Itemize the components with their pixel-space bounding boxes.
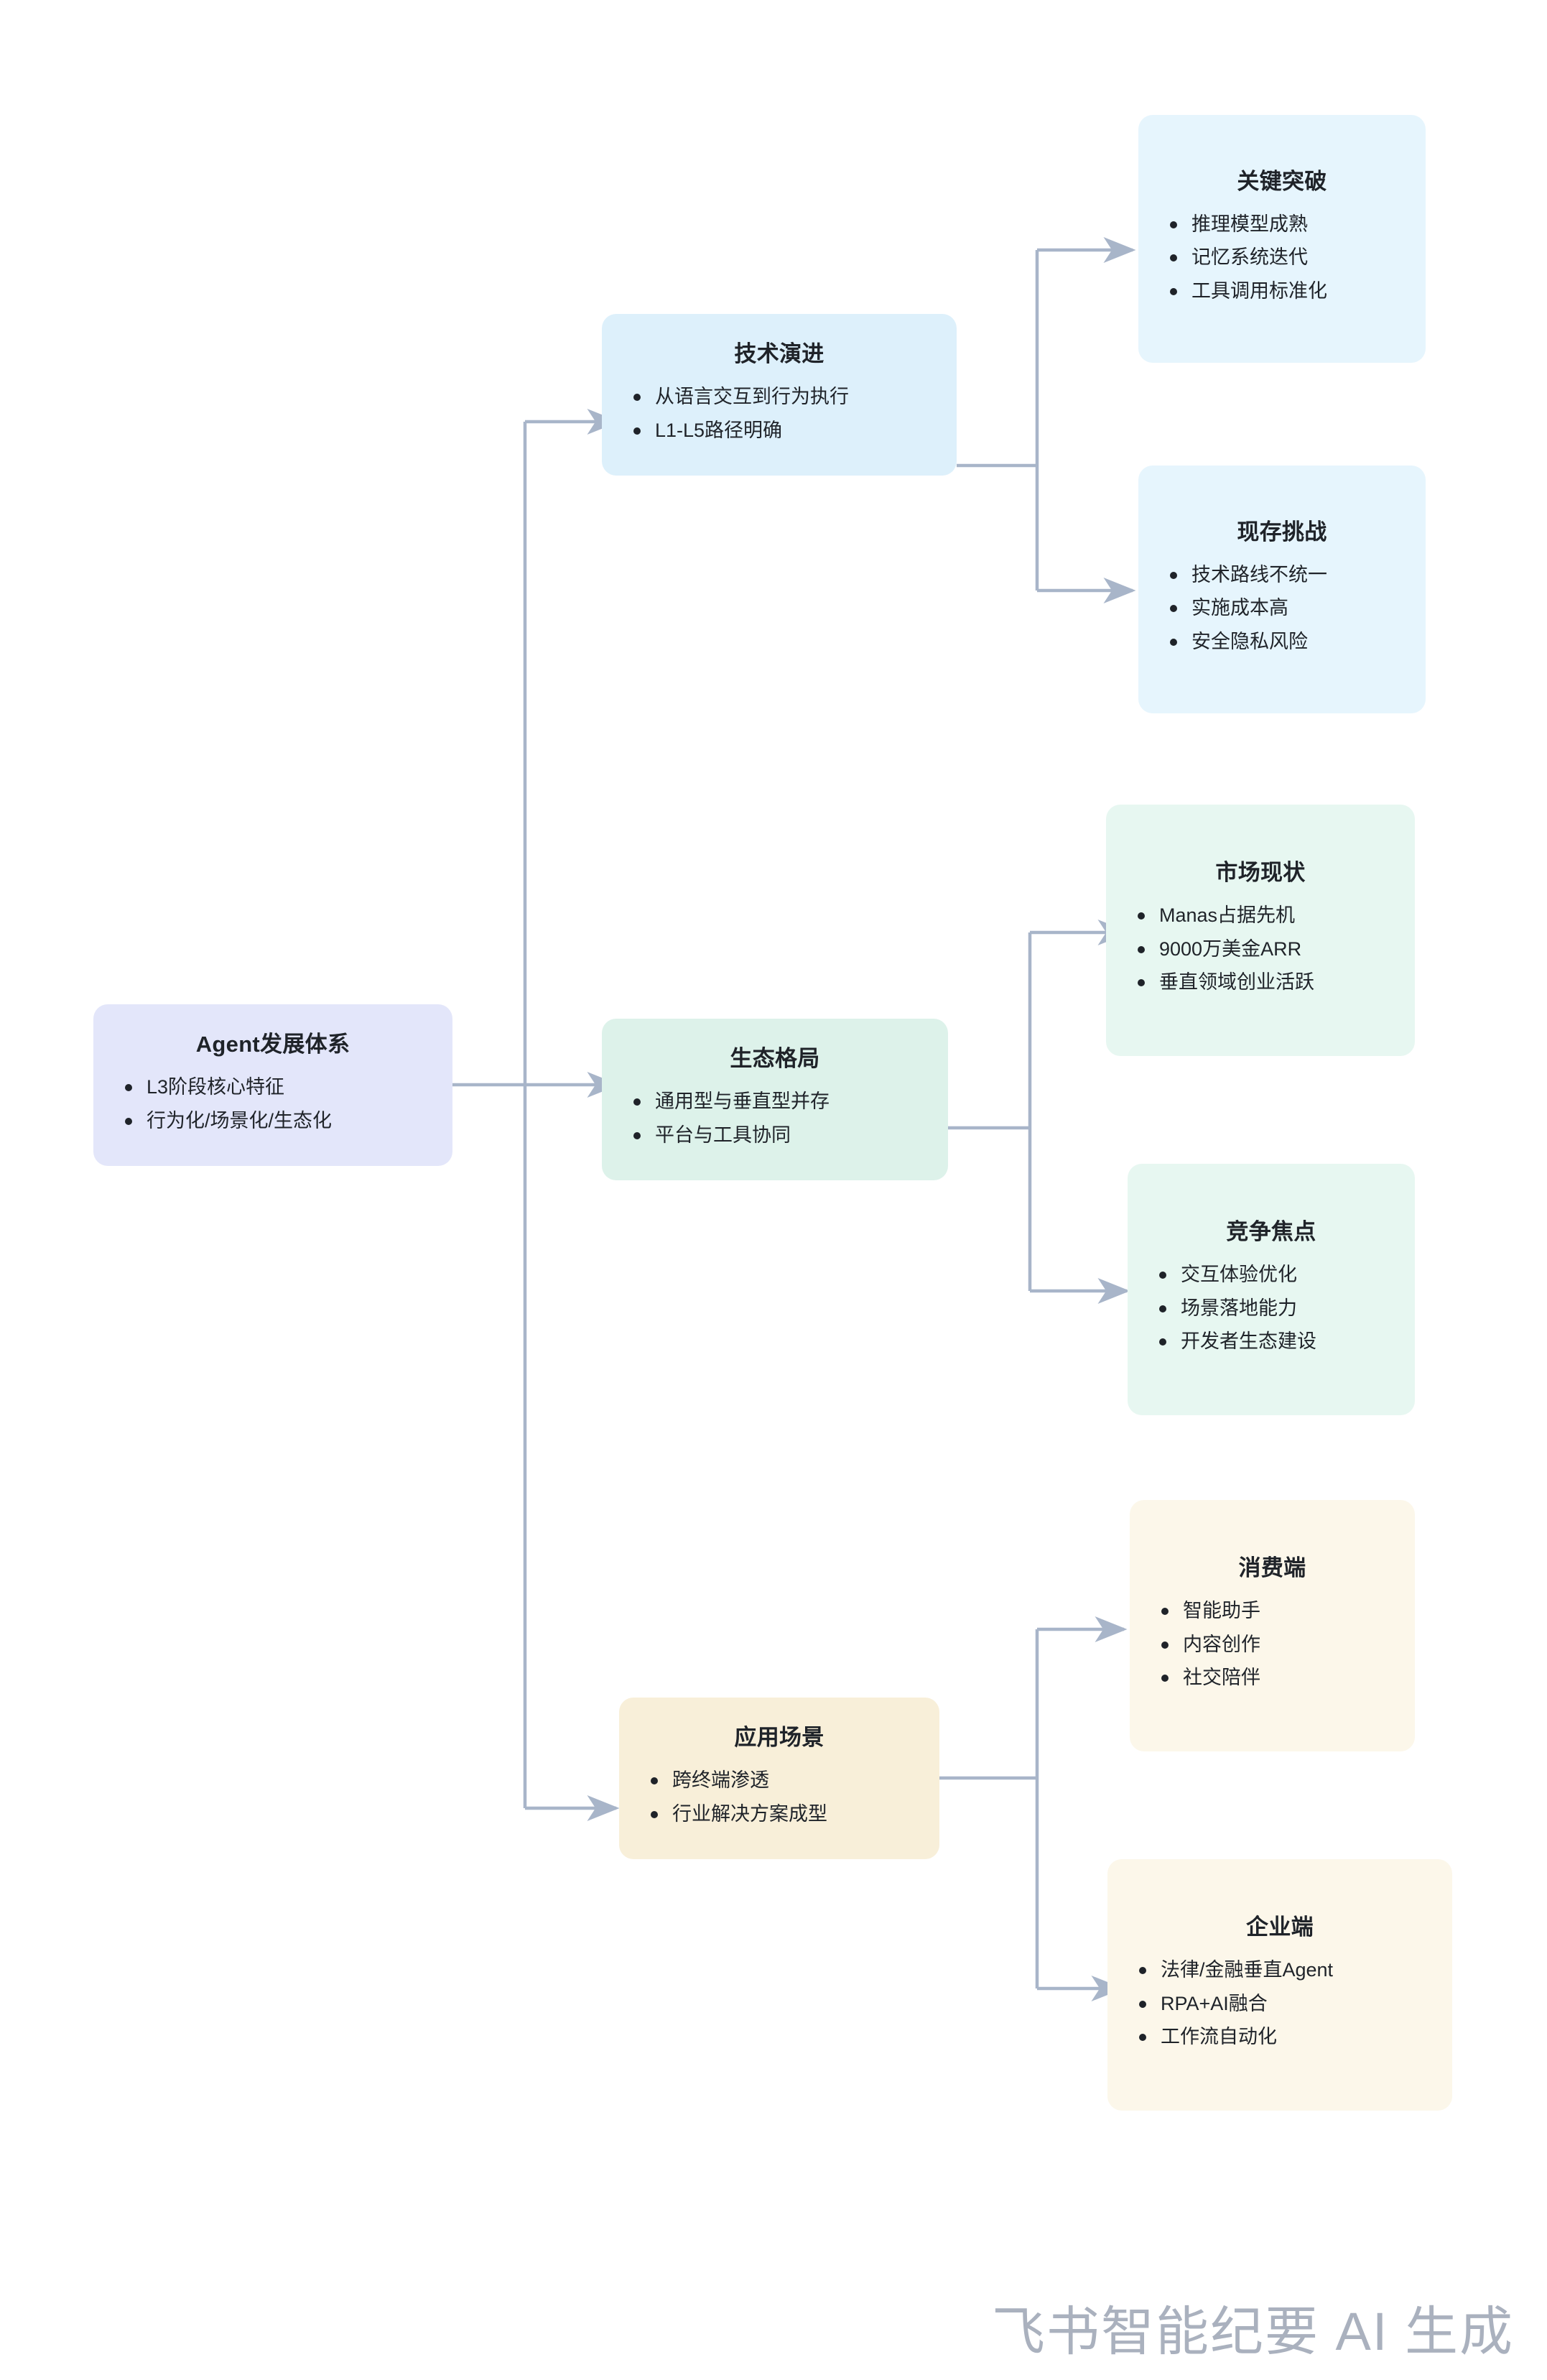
node-app-enterprise[interactable]: 企业端 法律/金融垂直Agent RPA+AI融合 工作流自动化 — [1107, 1859, 1452, 2111]
node-eco-title: 生态格局 — [730, 1045, 820, 1071]
node-eco-compete-title: 竞争焦点 — [1226, 1219, 1316, 1245]
node-tech-challenge[interactable]: 现存挑战 技术路线不统一 实施成本高 安全隐私风险 — [1138, 466, 1426, 713]
list-item: 记忆系统迭代 — [1160, 241, 1404, 274]
node-app[interactable]: 应用场景 跨终端渗透 行业解决方案成型 — [619, 1698, 939, 1859]
list-item: 智能助手 — [1151, 1594, 1393, 1627]
list-item: Manas占据先机 — [1128, 899, 1393, 932]
node-tech-breakthrough-bullets: 推理模型成熟 记忆系统迭代 工具调用标准化 — [1160, 208, 1404, 307]
node-eco-compete-bullets: 交互体验优化 场景落地能力 开发者生态建设 — [1149, 1258, 1393, 1358]
node-app-consumer-bullets: 智能助手 内容创作 社交陪伴 — [1151, 1594, 1393, 1694]
node-tech-bullets: 从语言交互到行为执行 L1-L5路径明确 — [623, 380, 935, 447]
node-eco-compete[interactable]: 竞争焦点 交互体验优化 场景落地能力 开发者生态建设 — [1128, 1164, 1415, 1415]
list-item: 推理模型成熟 — [1160, 208, 1404, 241]
node-tech-challenge-bullets: 技术路线不统一 实施成本高 安全隐私风险 — [1160, 558, 1404, 658]
list-item: 法律/金融垂直Agent — [1129, 1953, 1431, 1986]
list-item: 9000万美金ARR — [1128, 932, 1393, 966]
list-item: 工具调用标准化 — [1160, 274, 1404, 307]
list-item: L3阶段核心特征 — [115, 1070, 431, 1103]
list-item: 安全隐私风险 — [1160, 625, 1404, 658]
list-item: 社交陪伴 — [1151, 1661, 1393, 1694]
list-item: 实施成本高 — [1160, 591, 1404, 624]
node-app-enterprise-bullets: 法律/金融垂直Agent RPA+AI融合 工作流自动化 — [1129, 1953, 1431, 2053]
list-item: 场景落地能力 — [1149, 1292, 1393, 1325]
list-item: RPA+AI融合 — [1129, 1987, 1431, 2020]
node-tech-breakthrough[interactable]: 关键突破 推理模型成熟 记忆系统迭代 工具调用标准化 — [1138, 115, 1426, 363]
node-app-enterprise-title: 企业端 — [1246, 1914, 1314, 1940]
watermark-label: 飞书智能纪要 AI 生成 — [991, 2302, 1514, 2361]
list-item: 通用型与垂直型并存 — [623, 1085, 926, 1118]
list-item: 交互体验优化 — [1149, 1258, 1393, 1291]
node-tech-breakthrough-title: 关键突破 — [1237, 168, 1327, 194]
node-root[interactable]: Agent发展体系 L3阶段核心特征 行为化/场景化/生态化 — [93, 1004, 452, 1166]
node-app-title: 应用场景 — [734, 1724, 824, 1750]
node-eco-market[interactable]: 市场现状 Manas占据先机 9000万美金ARR 垂直领域创业活跃 — [1106, 805, 1415, 1056]
node-tech-challenge-title: 现存挑战 — [1237, 519, 1327, 545]
list-item: L1-L5路径明确 — [623, 414, 935, 447]
list-item: 行为化/场景化/生态化 — [115, 1104, 431, 1137]
list-item: 工作流自动化 — [1129, 2020, 1431, 2053]
node-app-consumer[interactable]: 消费端 智能助手 内容创作 社交陪伴 — [1130, 1500, 1415, 1751]
node-eco-market-title: 市场现状 — [1215, 860, 1306, 886]
node-app-consumer-title: 消费端 — [1238, 1555, 1306, 1581]
list-item: 行业解决方案成型 — [641, 1797, 918, 1830]
list-item: 垂直领域创业活跃 — [1128, 966, 1393, 999]
list-item: 跨终端渗透 — [641, 1764, 918, 1797]
list-item: 技术路线不统一 — [1160, 558, 1404, 591]
node-tech[interactable]: 技术演进 从语言交互到行为执行 L1-L5路径明确 — [602, 314, 957, 476]
node-root-title: Agent发展体系 — [195, 1031, 350, 1057]
node-app-bullets: 跨终端渗透 行业解决方案成型 — [641, 1764, 918, 1830]
node-eco-market-bullets: Manas占据先机 9000万美金ARR 垂直领域创业活跃 — [1128, 899, 1393, 999]
list-item: 内容创作 — [1151, 1628, 1393, 1661]
node-root-bullets: L3阶段核心特征 行为化/场景化/生态化 — [115, 1070, 431, 1137]
node-eco[interactable]: 生态格局 通用型与垂直型并存 平台与工具协同 — [602, 1019, 948, 1180]
list-item: 平台与工具协同 — [623, 1119, 926, 1152]
node-eco-bullets: 通用型与垂直型并存 平台与工具协同 — [623, 1085, 926, 1152]
node-tech-title: 技术演进 — [734, 341, 824, 366]
list-item: 从语言交互到行为执行 — [623, 380, 935, 413]
list-item: 开发者生态建设 — [1149, 1325, 1393, 1358]
